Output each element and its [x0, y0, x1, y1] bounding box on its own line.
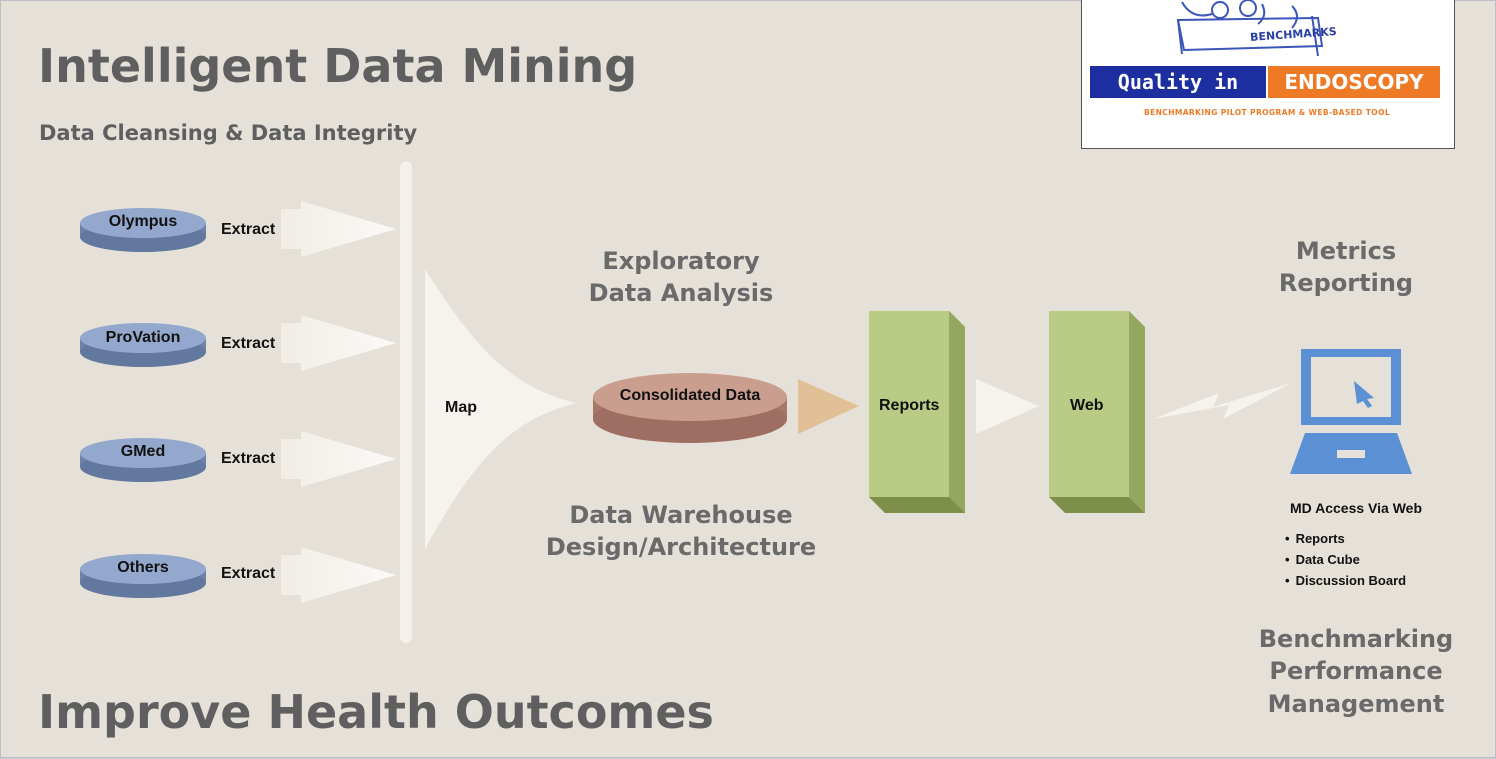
web-box	[1049, 311, 1145, 513]
consolidated-data-disk	[593, 373, 787, 443]
benchmarks-cartoon-icon	[1176, 0, 1324, 57]
data-warehouse-label: Data Warehouse Design/Architecture	[545, 501, 817, 562]
footer-title: Improve Health Outcomes	[38, 685, 714, 739]
reports-box	[869, 311, 965, 513]
logo-banner-left: Quality in	[1090, 66, 1266, 98]
map-funnel	[425, 269, 576, 549]
md-access-list: Reports Data Cube Discussion Board	[1285, 528, 1407, 591]
md-access-item: Data Cube	[1285, 549, 1406, 570]
page-subtitle: Data Cleansing & Data Integrity	[39, 121, 418, 145]
page-title: Intelligent Data Mining	[38, 39, 638, 93]
laptop-icon	[1290, 349, 1412, 474]
consolidated-data-label: Consolidated Data	[619, 387, 761, 404]
extract-label-others: Extract	[221, 565, 276, 582]
benchmarking-label: Benchmarking Performance Management	[1258, 625, 1454, 718]
source-label-gmed: GMed	[120, 443, 166, 460]
metrics-reporting-label: Metrics Reporting	[1278, 237, 1414, 298]
source-disk-gmed	[80, 438, 206, 482]
md-access-item: Reports	[1285, 528, 1406, 549]
logo-banner-right: ENDOSCOPY	[1268, 66, 1440, 98]
extract-label-olympus: Extract	[221, 221, 276, 238]
extract-arrow-gmed	[281, 431, 396, 487]
extract-label-gmed: Extract	[221, 450, 276, 467]
to-reports-arrow	[798, 379, 859, 434]
source-disk-others	[80, 554, 206, 598]
extract-arrow-olympus	[281, 201, 396, 257]
source-disk-olympus	[80, 208, 206, 252]
exploratory-analysis-label: Exploratory Data Analysis	[588, 247, 774, 308]
md-access-item: Discussion Board	[1285, 570, 1407, 591]
extract-arrow-others	[281, 547, 396, 603]
reports-label: Reports	[879, 397, 940, 414]
web-label: Web	[1070, 397, 1104, 414]
quality-in-endoscopy-logo: BENCHMARKS Quality in ENDOSCOPY BENCHMAR…	[1081, 0, 1455, 149]
cursor-icon	[1354, 381, 1374, 408]
extract-label-provation: Extract	[221, 335, 276, 352]
collector-bar	[400, 161, 412, 643]
lightning-connection	[1153, 383, 1291, 419]
source-disk-provation	[80, 323, 206, 367]
md-access-title: MD Access Via Web	[1289, 500, 1423, 516]
source-label-olympus: Olympus	[108, 213, 178, 230]
extract-arrow-provation	[281, 315, 396, 371]
to-web-arrow	[976, 379, 1039, 434]
source-label-others: Others	[117, 559, 169, 576]
map-label: Map	[445, 399, 477, 416]
source-label-provation: ProVation	[105, 329, 181, 346]
logo-tagline: BENCHMARKING PILOT PROGRAM & WEB-BASED T…	[1143, 108, 1391, 117]
